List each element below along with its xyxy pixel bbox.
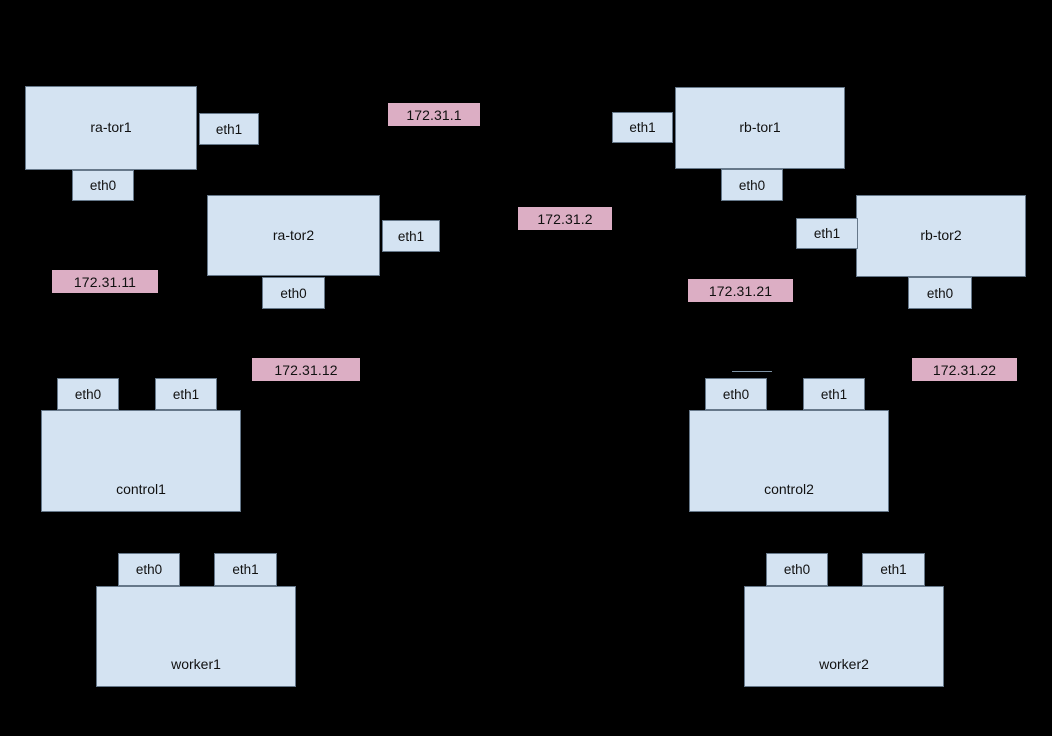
port-rb-tor1-eth0[interactable]: eth0 (721, 169, 783, 201)
ip-label-ip-172-31-2: 172.31.2 (518, 207, 612, 230)
port-worker1-eth1[interactable]: eth1 (214, 553, 277, 586)
port-worker1-eth0[interactable]: eth0 (118, 553, 180, 586)
port-ra-tor2-eth0[interactable]: eth0 (262, 277, 325, 309)
node-label: rb-tor2 (920, 227, 962, 244)
node-label: rb-tor1 (739, 119, 781, 136)
port-rb-tor1-eth1[interactable]: eth1 (612, 112, 673, 143)
node-control2[interactable]: control2 (689, 410, 889, 512)
node-label: ra-tor1 (90, 119, 132, 136)
port-rb-tor2-eth0[interactable]: eth0 (908, 277, 972, 309)
node-control1[interactable]: control1 (41, 410, 241, 512)
port-ra-tor2-eth1[interactable]: eth1 (382, 220, 440, 252)
node-label: worker2 (819, 655, 869, 672)
connector-line (732, 371, 772, 372)
node-label: control2 (764, 480, 814, 497)
node-rb-tor2[interactable]: rb-tor2 (856, 195, 1026, 277)
node-label: control1 (116, 480, 166, 497)
ip-label-ip-172-31-11: 172.31.11 (52, 270, 158, 293)
node-worker2[interactable]: worker2 (744, 586, 944, 687)
ip-label-ip-172-31-22: 172.31.22 (912, 358, 1017, 381)
port-ra-tor1-eth0[interactable]: eth0 (72, 170, 134, 201)
node-rb-tor1[interactable]: rb-tor1 (675, 87, 845, 169)
ip-label-ip-172-31-21: 172.31.21 (688, 279, 793, 302)
node-worker1[interactable]: worker1 (96, 586, 296, 687)
ip-label-ip-172-31-12: 172.31.12 (252, 358, 360, 381)
node-ra-tor2[interactable]: ra-tor2 (207, 195, 380, 276)
port-rb-tor2-eth1[interactable]: eth1 (796, 218, 858, 249)
port-control2-eth0[interactable]: eth0 (705, 378, 767, 410)
node-label: worker1 (171, 655, 221, 672)
port-control1-eth0[interactable]: eth0 (57, 378, 119, 410)
port-ra-tor1-eth1[interactable]: eth1 (199, 113, 259, 145)
node-ra-tor1[interactable]: ra-tor1 (25, 86, 197, 170)
ip-label-ip-172-31-1: 172.31.1 (388, 103, 480, 126)
port-control1-eth1[interactable]: eth1 (155, 378, 217, 410)
port-worker2-eth1[interactable]: eth1 (862, 553, 925, 586)
node-label: ra-tor2 (272, 226, 315, 243)
port-worker2-eth0[interactable]: eth0 (766, 553, 828, 586)
port-control2-eth1[interactable]: eth1 (803, 378, 865, 410)
